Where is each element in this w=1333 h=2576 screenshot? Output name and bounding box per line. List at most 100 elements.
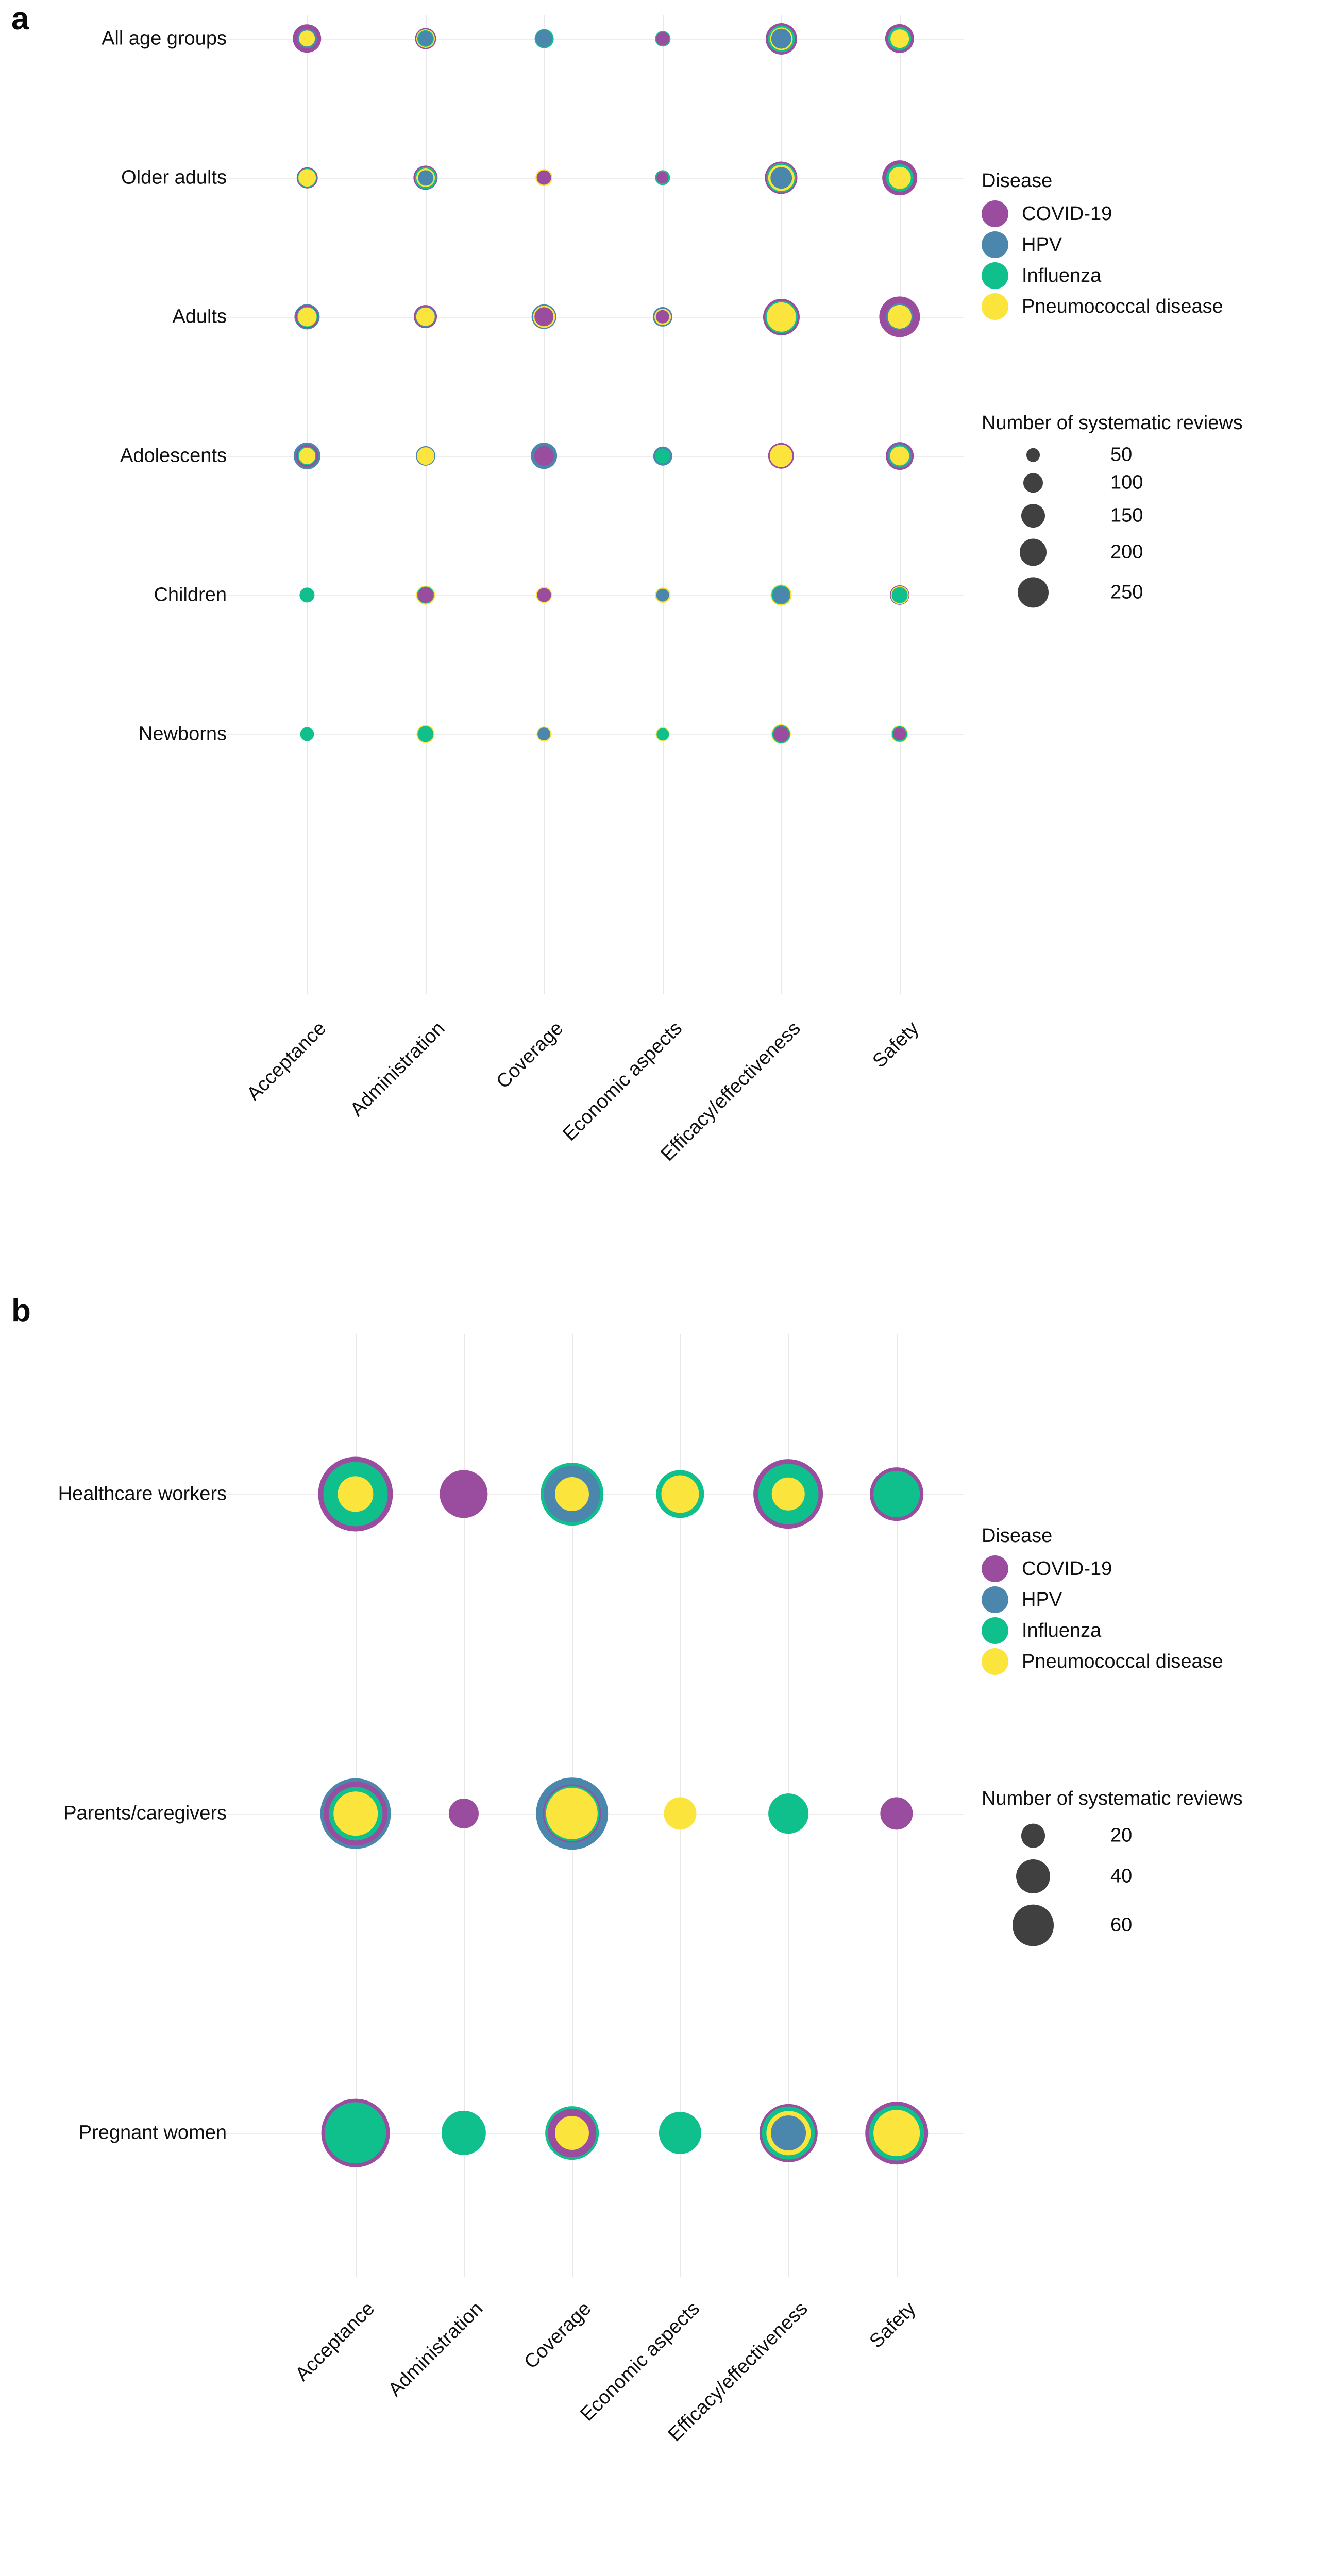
legend-item-pneumococcal-disease[interactable]: Pneumococcal disease (982, 1648, 1223, 1675)
bubble-stack[interactable] (413, 165, 438, 190)
bubble-stack[interactable] (652, 307, 673, 327)
bubble-ring-hpv (537, 727, 551, 741)
bubble-stack[interactable] (415, 28, 436, 49)
bubble-stack[interactable] (891, 725, 908, 743)
size-legend-value: 150 (1110, 504, 1143, 527)
bubble-stack[interactable] (879, 296, 920, 337)
legend-item-covid-19[interactable]: COVID-19 (982, 1555, 1223, 1582)
bubble-stack[interactable] (759, 2104, 818, 2162)
bubble-stack[interactable] (656, 1470, 704, 1518)
bubble-stack[interactable] (536, 1777, 608, 1850)
bubble-ring-pneumococcal-disease (554, 1477, 589, 1512)
legend-item-influenza[interactable]: Influenza (982, 262, 1223, 289)
bubble-ring-influenza (656, 728, 669, 740)
bubble-stack[interactable] (293, 442, 321, 470)
bubble-stack[interactable] (531, 304, 557, 330)
size-legend-dot-icon (1012, 1904, 1054, 1946)
size-legend-value: 20 (1110, 1824, 1133, 1846)
bubble-stack[interactable] (659, 2111, 702, 2155)
bubble-stack[interactable] (448, 1798, 479, 1829)
bubble-stack[interactable] (655, 170, 670, 185)
bubble-stack[interactable] (320, 1778, 391, 1849)
x-axis-label-coverage: Coverage (520, 2298, 596, 2374)
gridline-vertical (426, 15, 427, 994)
bubble-stack[interactable] (415, 446, 436, 466)
bubble-ring-pneumococcal-disease (664, 1797, 697, 1830)
bubble-stack[interactable] (441, 2110, 486, 2156)
bubble-stack[interactable] (763, 298, 800, 335)
bubble-ring-pneumococcal-disease (888, 166, 911, 189)
bubble-stack[interactable] (655, 727, 670, 741)
bubble-stack[interactable] (416, 585, 435, 605)
size-legend-dot-icon (1021, 503, 1045, 528)
bubble-stack[interactable] (416, 725, 435, 743)
bubble-stack[interactable] (296, 167, 318, 189)
bubble-stack[interactable] (293, 24, 322, 53)
bubble-stack[interactable] (765, 161, 798, 194)
bubble-ring-pneumococcal-disease (333, 1791, 378, 1836)
legend-label: COVID-19 (1022, 1557, 1112, 1580)
y-axis-label-adults: Adults (172, 306, 227, 328)
bubble-stack[interactable] (889, 585, 910, 605)
size-legend-item: 40 (982, 1854, 1243, 1899)
bubble-stack[interactable] (768, 1793, 808, 1834)
gridline-horizontal (216, 39, 964, 40)
bubble-stack[interactable] (771, 724, 791, 744)
bubble-ring-hpv (771, 28, 791, 49)
bubble-stack[interactable] (321, 2098, 390, 2167)
bubble-stack[interactable] (535, 169, 553, 187)
bubble-stack[interactable] (664, 1797, 697, 1830)
bubble-stack[interactable] (765, 23, 797, 55)
x-axis-label-safety: Safety (868, 1018, 923, 1072)
bubble-stack[interactable] (545, 2106, 599, 2160)
bubble-stack[interactable] (300, 727, 314, 741)
bubble-stack[interactable] (541, 1463, 603, 1526)
bubble-stack[interactable] (655, 587, 670, 603)
panel-b-plot-area (216, 1334, 964, 2277)
bubble-ring-hpv (535, 30, 553, 47)
legend-item-pneumococcal-disease[interactable]: Pneumococcal disease (982, 293, 1223, 320)
bubble-stack[interactable] (655, 31, 670, 46)
legend-label: HPV (1022, 1588, 1062, 1611)
bubble-stack[interactable] (770, 584, 792, 606)
bubble-stack[interactable] (318, 1456, 393, 1532)
bubble-stack[interactable] (414, 305, 437, 329)
size-legend-title: Number of systematic reviews (982, 1788, 1243, 1809)
bubble-stack[interactable] (536, 726, 552, 742)
bubble-stack[interactable] (880, 1797, 913, 1830)
bubble-ring-hpv (770, 166, 792, 189)
bubble-ring-covid-19 (880, 1797, 913, 1830)
bubble-ring-influenza (299, 587, 315, 603)
legend-item-covid-19[interactable]: COVID-19 (982, 200, 1223, 227)
bubble-stack[interactable] (294, 304, 320, 330)
bubble-stack[interactable] (299, 587, 315, 603)
bubble-stack[interactable] (440, 1470, 488, 1518)
legend-item-hpv[interactable]: HPV (982, 1586, 1223, 1613)
y-axis-label-newborns: Newborns (138, 723, 227, 745)
bubble-stack[interactable] (886, 442, 914, 470)
x-axis-label-administration: Administration (384, 2298, 487, 2401)
bubble-stack[interactable] (768, 443, 795, 469)
bubble-stack[interactable] (865, 2102, 928, 2164)
size-legend-value: 50 (1110, 444, 1133, 466)
bubble-stack[interactable] (885, 24, 915, 54)
bubble-stack[interactable] (882, 160, 917, 195)
size-legend-item: 100 (982, 467, 1243, 498)
legend-item-hpv[interactable]: HPV (982, 231, 1223, 258)
legend-item-influenza[interactable]: Influenza (982, 1617, 1223, 1644)
bubble-ring-covid-19 (536, 170, 552, 185)
bubble-ring-pneumococcal-disease (766, 302, 796, 332)
legend-swatch-icon (982, 1586, 1008, 1613)
y-axis-label-children: Children (154, 584, 227, 606)
gridline-vertical (900, 15, 901, 994)
bubble-stack[interactable] (536, 587, 552, 603)
bubble-stack[interactable] (653, 446, 672, 466)
bubble-stack[interactable] (753, 1459, 823, 1529)
bubble-ring-hpv (772, 586, 790, 604)
bubble-stack[interactable] (531, 443, 558, 469)
bubble-stack[interactable] (870, 1467, 923, 1521)
bubble-stack[interactable] (534, 29, 554, 48)
